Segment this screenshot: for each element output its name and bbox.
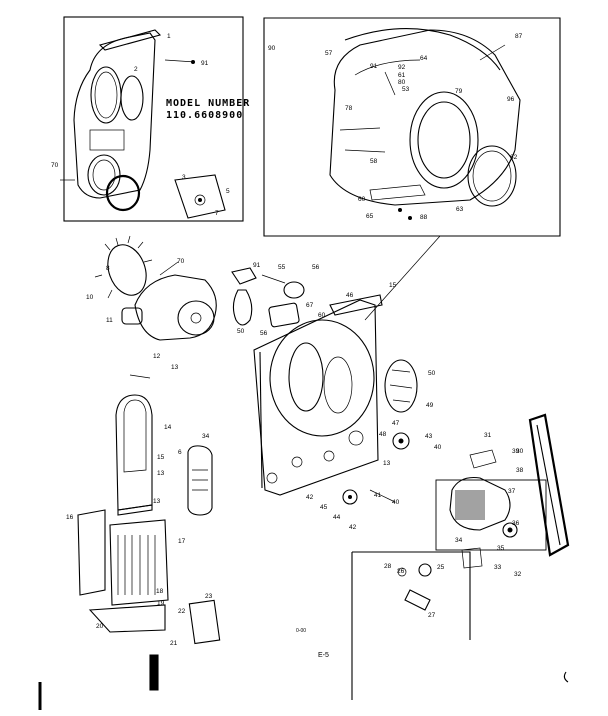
callout-label: 21 [170,640,178,647]
callout-label: 45 [320,504,328,511]
duct-heater-group [77,374,221,691]
callout-label: 47 [392,420,400,427]
callout-label: 62 [510,154,518,161]
callout-label: 56 [260,330,268,337]
bulkhead-group [253,294,418,505]
callout-label: 57 [325,50,333,57]
callout-label: 61 [398,72,406,79]
callout-label: 53 [402,86,410,93]
callout-label: 32 [514,571,522,578]
callout-label: 44 [333,514,341,521]
callout-label: 40 [392,499,400,506]
callout-label: 63 [456,206,464,213]
callout-label: 91 [253,262,261,269]
callout-label: 43 [425,433,433,440]
callout-label: 6 [178,449,182,456]
callout-label: 27 [428,612,436,619]
drum-group [263,17,561,237]
callout-label: 25 [437,564,445,571]
callout-label: 70 [177,258,185,265]
callout-label: 13 [153,498,161,505]
callout-label: 31 [484,432,492,439]
callout-label: 58 [370,158,378,165]
callout-label: 14 [164,424,172,431]
callout-label: 87 [515,33,523,40]
callout-label: 37 [508,488,516,495]
callout-label: 40 [434,444,442,451]
callout-label: 91 [201,60,209,67]
callout-label: 15 [389,282,397,289]
callout-label: 49 [426,402,434,409]
callout-label: 48 [379,431,387,438]
callout-label: 10 [86,294,94,301]
callout-label: 38 [516,467,524,474]
callout-label: 34 [455,537,463,544]
callout-label: 91 [370,63,378,70]
callout-label: 13 [383,460,391,467]
callout-label: 80 [398,79,406,86]
callout-label: 30 [516,448,524,455]
blower-group [94,174,226,341]
callout-label: 90 [268,45,276,52]
callout-label: 33 [494,564,502,571]
callout-label: 88 [420,214,428,221]
callout-label: 67 [306,302,314,309]
callout-label: 35 [497,545,505,552]
callout-label: 23 [205,593,213,600]
callout-label: 50 [237,328,245,335]
callout-label: 3 [182,174,186,181]
model-number-value: 110.6608900 [166,110,244,121]
hardware-group [351,551,471,700]
callout-label: 50 [428,370,436,377]
callout-label: 36 [512,520,520,527]
callout-label: 41 [374,492,382,499]
callout-label: 8 [106,265,110,272]
callout-label: 96 [507,96,515,103]
callout-label: 46 [346,292,354,299]
callout-label: 19 [157,600,165,607]
callout-label: 65 [366,213,374,220]
callout-label: 1 [167,33,171,40]
callout-label: 13 [171,364,179,371]
callout-label: 60 [358,196,366,203]
callout-label: 2 [134,66,138,73]
callout-label: 55 [278,264,286,271]
callout-label: 92 [398,64,406,71]
small-code: 0-00 [296,628,307,634]
callout-label: 42 [349,524,357,531]
callout-label: 11 [106,317,113,324]
callout-label: 18 [156,588,164,595]
page-number: E-5 [318,652,329,659]
model-number-label: MODEL NUMBER [166,98,251,109]
callout-label: 7 [215,210,219,217]
callout-label: 34 [202,433,210,440]
callout-label: 39 [512,448,520,455]
callout-label: 20 [96,623,104,630]
callout-label: 12 [153,353,161,360]
callout-label: 15 [157,454,165,461]
callout-label: 28 [384,563,392,570]
motor-belt-group [435,413,570,569]
callout-label: 26 [397,568,405,575]
callout-label: 78 [345,105,353,112]
callout-label: 64 [420,55,428,62]
callout-label: 56 [312,264,320,271]
callout-label: 13 [157,470,165,477]
callout-label: 22 [178,608,186,615]
callout-label: 5 [226,188,230,195]
lamp-group [231,267,305,328]
callout-label: 70 [51,162,59,169]
callout-label: 17 [178,538,186,545]
callout-label: 79 [455,88,463,95]
callout-label: 60 [318,312,326,319]
front-panel-group [60,16,244,222]
callout-label: 42 [306,494,314,501]
callout-label: 16 [66,514,74,521]
